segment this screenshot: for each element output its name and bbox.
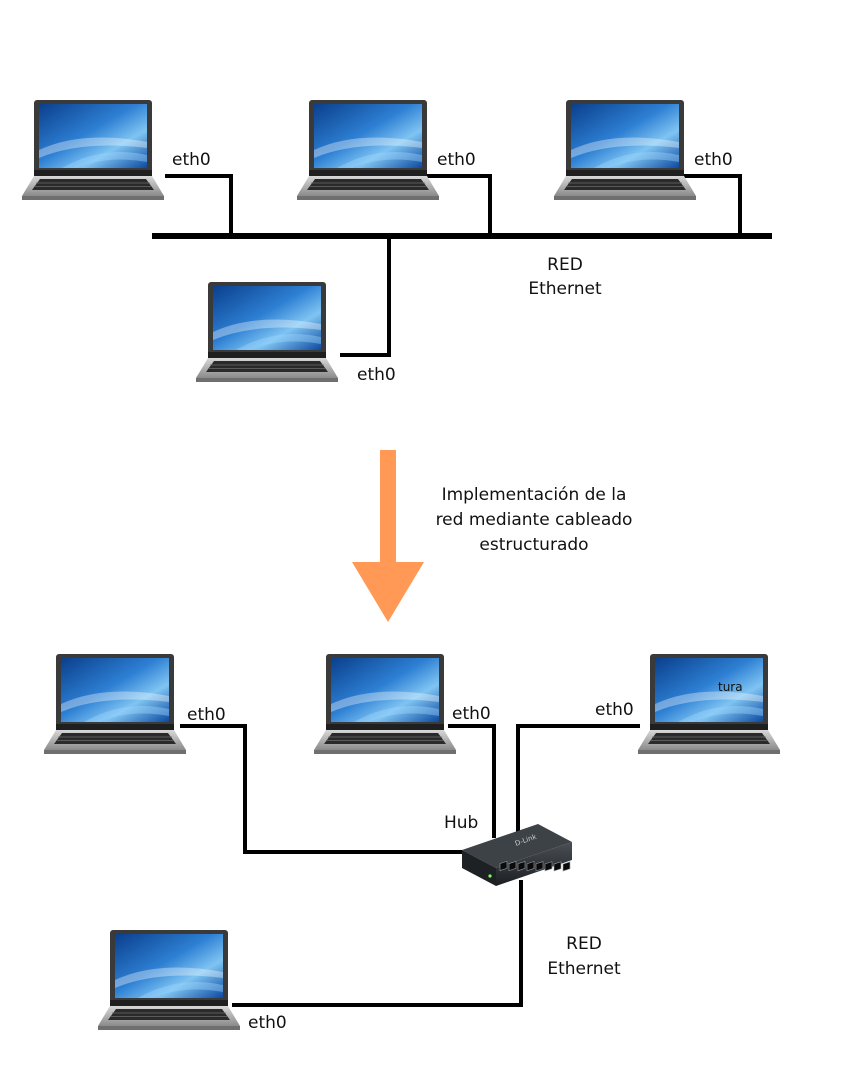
top-laptop-1 — [21, 99, 165, 201]
hub-device: D-Link — [462, 824, 572, 886]
bottom-eth0-label-3: eth0 — [595, 700, 634, 720]
bottom-laptop-3 — [637, 653, 781, 755]
top-eth0-label-2: eth0 — [437, 150, 476, 170]
transition-arrow: Implementación de la red mediante cablea… — [352, 450, 632, 622]
top-laptop-2 — [296, 99, 440, 201]
bottom-network-label-line2: Ethernet — [547, 959, 621, 979]
top-cables — [152, 174, 772, 357]
top-network-label-line1: RED — [547, 255, 583, 275]
top-eth0-label-1: eth0 — [172, 150, 211, 170]
top-cable-1 — [165, 174, 233, 236]
bottom-laptop-2 — [313, 653, 457, 755]
bottom-cables — [180, 724, 640, 1007]
bottom-cable-3 — [516, 724, 640, 838]
top-cable-4 — [340, 236, 391, 357]
bottom-eth0-label-1: eth0 — [187, 705, 226, 725]
bottom-cable-2 — [448, 724, 496, 838]
hub-led — [488, 874, 492, 878]
hub-ports — [499, 860, 571, 872]
top-laptop-4 — [195, 281, 339, 383]
arrow-shaft — [380, 450, 396, 564]
top-network-label-line2: Ethernet — [528, 279, 602, 299]
arrow-head — [352, 562, 424, 622]
top-cable-3 — [680, 174, 742, 236]
bottom-network: tura D-Link Hub eth0 eth0 eth0 eth0 R — [43, 653, 781, 1033]
bottom-network-label-line1: RED — [566, 934, 602, 954]
bottom-cable-4 — [232, 880, 523, 1007]
hub-label: Hub — [444, 813, 478, 833]
arrow-caption-line3: estructurado — [479, 535, 588, 555]
bottom-cable-1 — [180, 724, 462, 854]
top-cable-2 — [420, 174, 492, 236]
top-laptop-3 — [553, 99, 697, 201]
top-eth0-label-3: eth0 — [694, 150, 733, 170]
bottom-laptop-4 — [97, 929, 241, 1031]
bottom-eth0-label-4: eth0 — [248, 1013, 287, 1033]
arrow-caption-line2: red mediante cableado — [436, 510, 633, 530]
screen-text: tura — [718, 680, 743, 694]
arrow-caption-line1: Implementación de la — [442, 485, 627, 505]
top-eth0-label-4: eth0 — [357, 365, 396, 385]
top-network: eth0 eth0 eth0 eth0 RED Ethernet — [21, 99, 772, 385]
bottom-eth0-label-2: eth0 — [452, 704, 491, 724]
bottom-laptop-1 — [43, 653, 187, 755]
